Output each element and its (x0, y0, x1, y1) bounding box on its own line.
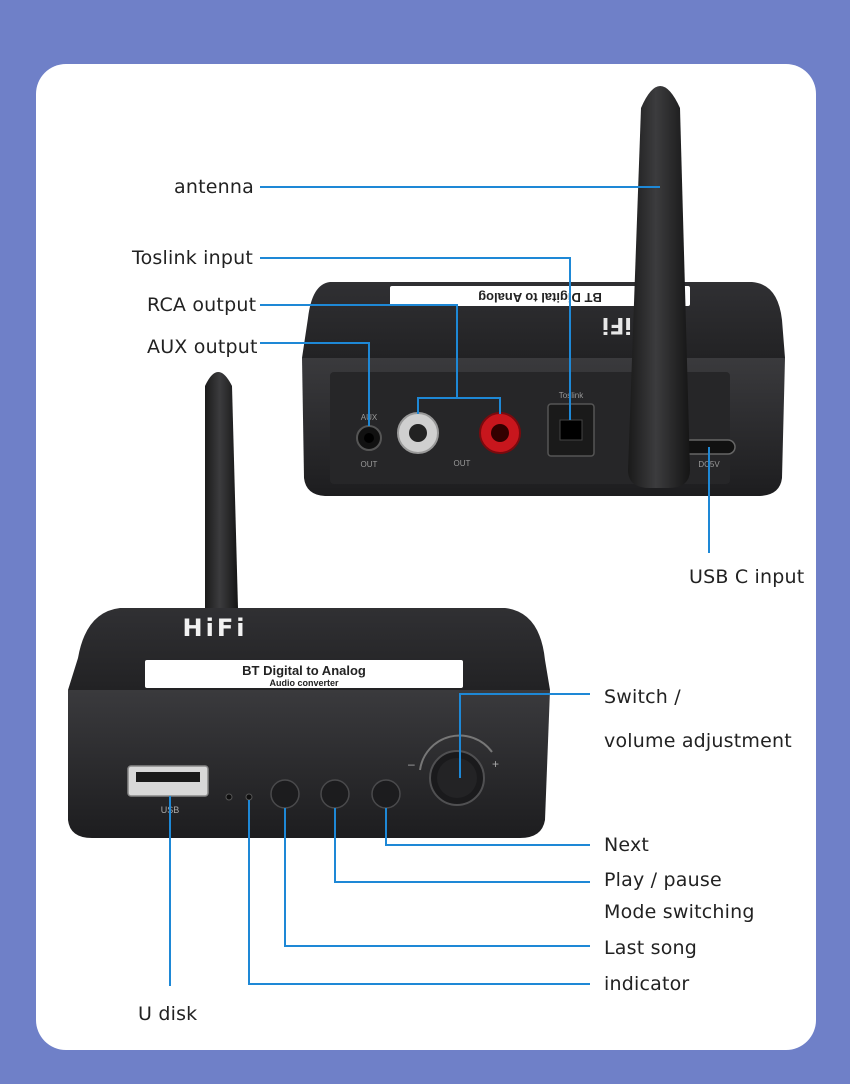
toslink-port-label: Toslink (559, 391, 584, 400)
front-device: HiFi BT Digital to Analog Audio converte… (68, 372, 550, 838)
label-rca-output: RCA output (147, 294, 257, 316)
front-label-strip (145, 660, 463, 688)
content-card (36, 64, 816, 1050)
label-last-song: Last song (604, 937, 698, 959)
rca-leader-branch (457, 397, 501, 414)
label-next: Next (604, 834, 650, 856)
volume-plus-icon: + (492, 757, 499, 771)
label-mode-switching: Mode switching (604, 901, 755, 923)
last-song-button-icon (270, 779, 300, 809)
indicator-led-icon-2 (245, 793, 253, 801)
rear-antenna-icon (628, 86, 690, 488)
volume-minus-icon: – (408, 757, 415, 771)
next-leader (385, 808, 590, 846)
toslink-leader (260, 257, 571, 420)
leader-lines (169, 186, 710, 986)
rca-out-label: OUT (454, 459, 471, 468)
aux-leader (260, 342, 370, 426)
next-button-icon (371, 779, 401, 809)
switch-leader (459, 693, 590, 778)
label-antenna: antenna (174, 176, 254, 198)
front-antenna-icon (205, 372, 238, 608)
aux-out-label: OUT (361, 460, 378, 469)
label-switch: Switch / (604, 686, 681, 708)
rear-panel-title: BT Digital to Analog (478, 290, 602, 305)
label-aux-output: AUX output (147, 336, 258, 358)
indicator-led-icon (225, 793, 233, 801)
last-leader (284, 808, 590, 947)
indicator-leader (248, 800, 590, 985)
rear-device: BT Digital to Analog HiFi AUX OUT OUT To… (302, 86, 785, 496)
front-brand-text: HiFi (183, 614, 248, 642)
label-play-pause: Play / pause (604, 869, 722, 891)
label-toslink-input: Toslink input (132, 247, 254, 269)
front-device-face (68, 690, 550, 838)
label-indicator: indicator (604, 973, 690, 995)
front-panel-title: BT Digital to Analog (242, 663, 366, 678)
label-u-disk: U disk (138, 1003, 198, 1025)
rear-label-strip (390, 286, 690, 306)
play-leader (334, 808, 590, 883)
play-pause-button-icon (320, 779, 350, 809)
front-panel-subtitle: Audio converter (269, 678, 339, 688)
label-volume-adjustment: volume adjustment (604, 730, 792, 752)
label-usb-c-input: USB C input (689, 566, 805, 588)
